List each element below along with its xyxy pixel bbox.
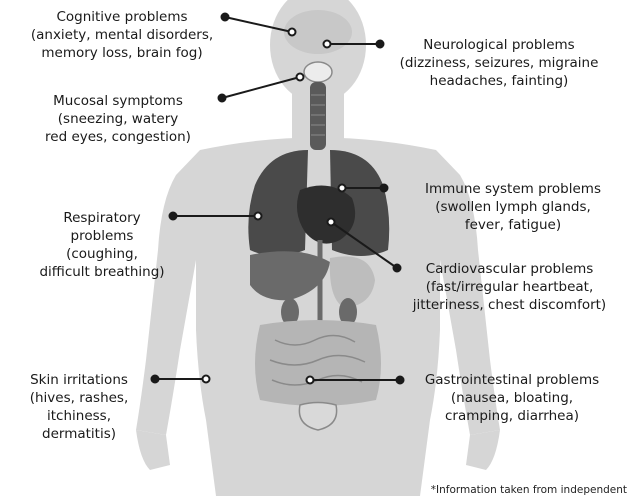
label-gastrointestinal-detail-1: (nausea, bloating, <box>396 389 628 407</box>
label-gastrointestinal: Gastrointestinal problems (nausea, bloat… <box>396 371 628 425</box>
label-skin-detail-3: dermatitis) <box>4 425 154 443</box>
intestines-icon <box>255 320 381 406</box>
label-mucosal-detail-2: red eyes, congestion) <box>18 128 218 146</box>
label-skin-detail-2: itchiness, <box>4 407 154 425</box>
label-immune-detail-1: (swollen lymph glands, <box>395 198 631 216</box>
label-immune: Immune system problems (swollen lymph gl… <box>395 180 631 234</box>
label-respiratory: Respiratory problems (coughing, difficul… <box>22 209 182 281</box>
label-mucosal: Mucosal symptoms (sneezing, watery red e… <box>18 92 218 146</box>
label-neurological-detail-1: (dizziness, seizures, migraine <box>377 54 621 72</box>
label-cognitive-detail-2: memory loss, brain fog) <box>6 44 238 62</box>
label-cardiovascular: Cardiovascular problems (fast/irregular … <box>388 260 631 314</box>
label-cardiovascular-detail-1: (fast/irregular heartbeat, <box>388 278 631 296</box>
label-immune-detail-2: fever, fatigue) <box>395 216 631 234</box>
label-respiratory-detail-2: (coughing, <box>22 245 182 263</box>
label-mucosal-title: Mucosal symptoms <box>18 92 218 110</box>
trachea-icon <box>310 82 326 150</box>
label-respiratory-title: Respiratory <box>22 209 182 227</box>
label-cognitive-detail-1: (anxiety, mental disorders, <box>6 26 238 44</box>
label-skin-title: Skin irritations <box>4 371 154 389</box>
label-neurological-title: Neurological problems <box>377 36 621 54</box>
label-respiratory-detail-1: problems <box>22 227 182 245</box>
sinus-icon <box>304 62 332 82</box>
label-cognitive-title: Cognitive problems <box>6 8 238 26</box>
label-immune-title: Immune system problems <box>395 180 631 198</box>
label-gastrointestinal-detail-2: cramping, diarrhea) <box>396 407 628 425</box>
organs <box>248 10 389 430</box>
label-neurological: Neurological problems (dizziness, seizur… <box>377 36 621 90</box>
label-mucosal-detail-1: (sneezing, watery <box>18 110 218 128</box>
label-cardiovascular-detail-2: jitteriness, chest discomfort) <box>388 296 631 314</box>
label-respiratory-detail-3: difficult breathing) <box>22 263 182 281</box>
footnote: *Information taken from independent <box>431 484 627 496</box>
label-skin: Skin irritations (hives, rashes, itchine… <box>4 371 154 443</box>
label-cardiovascular-title: Cardiovascular problems <box>388 260 631 278</box>
label-neurological-detail-2: headaches, fainting) <box>377 72 621 90</box>
label-gastrointestinal-title: Gastrointestinal problems <box>396 371 628 389</box>
label-cognitive: Cognitive problems (anxiety, mental diso… <box>6 8 238 62</box>
label-skin-detail-1: (hives, rashes, <box>4 389 154 407</box>
